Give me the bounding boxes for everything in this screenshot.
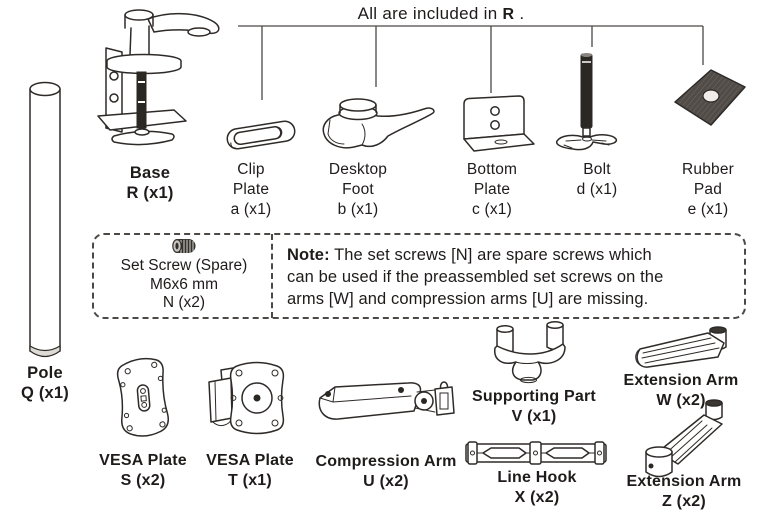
vesa-plate-t-label: VESA Plate T (x1) [206,452,294,489]
extension-arm-z-illustration [645,399,723,478]
line-hook-code: X (x2) [514,489,560,506]
title-prefix: All are included in [357,4,498,23]
vesa-plate-s-label: VESA Plate S (x2) [99,452,187,489]
rubber-pad-label: Rubber Pad e (x1) [681,161,735,218]
title-part-code: R [502,6,515,23]
note-line-1: Note: The set screws [N] are spare screw… [287,246,652,264]
clip-plate-code: a (x1) [230,201,272,218]
base-code: R (x1) [126,184,174,202]
rubber-pad-illustration [674,69,746,126]
set-screw-code: N (x2) [162,294,206,311]
spare-screw-note-box [92,233,746,319]
desktop-foot-code: b (x1) [337,201,379,218]
included-title: All are included in R . [358,4,525,24]
supporting-part-code: V (x1) [511,408,557,425]
compression-arm-code: U (x2) [363,473,409,490]
bolt-code: d (x1) [576,181,618,198]
pole-code: Q (x1) [21,384,69,402]
note-text: Note: The set screws [N] are spare screw… [287,244,749,310]
extension-arm-w-label: Extension Arm W (x2) [623,372,739,409]
title-suffix: . [514,4,525,23]
note-line-3: arms [W] and compression arms [U] are mi… [287,290,649,308]
compression-arm-label: Compression Arm U (x2) [315,453,457,490]
note-box-divider [271,234,273,318]
vesa-plate-t-illustration [208,361,285,435]
supporting-part-illustration [494,321,566,384]
bottom-plate-illustration [463,95,535,152]
supporting-part-label: Supporting Part V (x1) [472,388,596,425]
bottom-plate-label: Bottom Plate c (x1) [466,161,518,218]
desktop-foot-label: Desktop Foot b (x1) [328,161,388,218]
note-line-2: can be used if the preassembled set scre… [287,268,664,286]
vesa-plate-t-code: T (x1) [228,472,272,489]
extension-arm-z-label: Extension Arm Z (x2) [626,473,742,510]
set-screw-label: Set Screw (Spare) M6x6 mm N (x2) [121,257,248,313]
base-name: Base [129,164,171,182]
pole-label: Pole Q (x1) [21,364,69,402]
vesa-plate-s-illustration [116,357,170,437]
extension-arm-w-illustration [635,326,727,368]
base-label: Base R (x1) [126,163,173,203]
rubber-pad-code: e (x1) [687,201,729,218]
compression-arm-illustration [318,381,455,420]
vesa-plate-s-code: S (x2) [120,472,166,489]
set-screw-icon [172,238,196,254]
line-hook-illustration [465,441,607,465]
base-illustration [97,9,220,146]
note-label: Note: [287,246,330,264]
clip-plate-illustration [226,120,296,150]
line-hook-label: Line Hook X (x2) [497,469,577,506]
set-screw-name: Set Screw (Spare) [120,257,248,274]
desktop-foot-illustration [322,98,435,149]
pole-illustration [29,81,61,358]
bottom-plate-code: c (x1) [472,201,512,218]
bolt-illustration [555,53,618,151]
bolt-label: Bolt d (x1) [576,161,618,198]
extension-arm-w-code: W (x2) [656,392,706,409]
set-screw-size: M6x6 mm [149,275,219,293]
clip-plate-label: Clip Plate a (x1) [230,161,272,218]
extension-arm-z-code: Z (x2) [662,493,706,510]
